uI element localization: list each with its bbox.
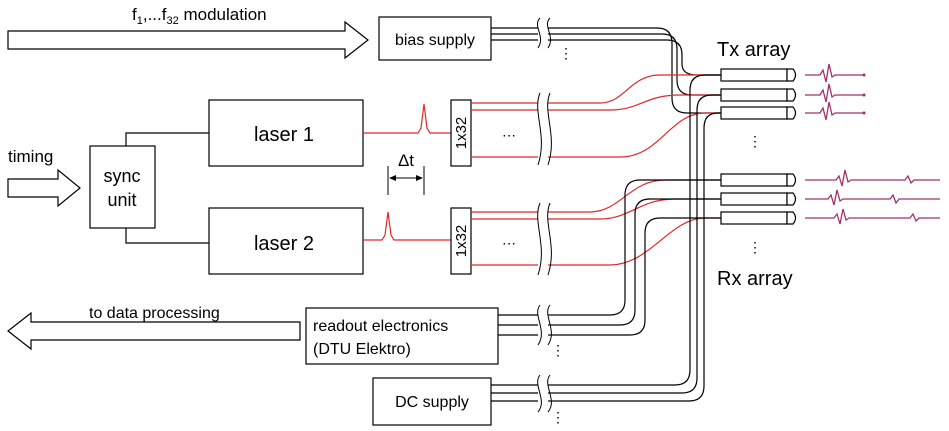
svg-text:⋯: ⋯	[502, 235, 516, 251]
laser2-box	[208, 207, 364, 275]
laser1-output-fiber	[363, 103, 451, 134]
sync-unit-label-line1: sync	[103, 166, 140, 186]
svg-text:⋮: ⋮	[551, 409, 565, 425]
data-processing-arrow	[7, 311, 301, 351]
sync-to-laser1-wire	[125, 132, 209, 146]
modulation-arrow	[7, 20, 369, 60]
modulation-label: f1,...f32 modulation	[132, 5, 267, 27]
laser1-label: laser 1	[254, 124, 314, 146]
laser2-output-fiber	[363, 211, 451, 241]
bias-supply-wires: ⋮	[491, 17, 721, 114]
dc-supply-wires: ⋮	[491, 374, 565, 425]
rx-waveforms	[805, 169, 940, 225]
sync-unit-box	[89, 145, 156, 229]
to-data-processing-label: to data processing	[89, 305, 220, 322]
tx-waveforms	[805, 63, 866, 121]
readout-label-line1: readout electronics	[313, 318, 448, 335]
dc-supply-box	[372, 377, 492, 426]
splitter2-label: 1x32	[453, 225, 470, 258]
tx-array: ⋮	[720, 68, 797, 149]
tx-fibers: ⋯	[471, 74, 721, 166]
laser1-box	[208, 99, 364, 167]
tx-array-label: Tx array	[717, 39, 790, 61]
splitter2-box	[450, 207, 472, 275]
splitter1-label: 1x32	[453, 117, 470, 150]
rx-array-label: Rx array	[717, 268, 793, 290]
rx-array: ⋮	[720, 173, 797, 255]
svg-text:⋮: ⋮	[748, 239, 762, 255]
rx-return-wires	[560, 74, 721, 402]
sync-to-laser2-wire	[125, 228, 209, 244]
delta-t-label: Δt	[398, 151, 414, 170]
bias-supply-label: bias supply	[395, 32, 475, 49]
timing-label: timing	[8, 147, 53, 166]
readout-wires: ⋮	[498, 304, 565, 358]
bias-ellipsis: ⋮	[559, 45, 573, 61]
laser2-label: laser 2	[254, 233, 314, 255]
delta-t-marker	[387, 166, 425, 195]
readout-label-line2: (DTU Elektro)	[313, 341, 411, 358]
svg-text:⋯: ⋯	[502, 127, 516, 143]
readout-box	[305, 307, 499, 365]
timing-arrow	[7, 168, 81, 208]
svg-text:⋮: ⋮	[551, 342, 565, 358]
splitter1-box	[450, 99, 472, 167]
svg-text:⋮: ⋮	[748, 133, 762, 149]
dc-supply-label: DC supply	[395, 394, 469, 411]
sync-unit-label-line2: unit	[107, 190, 136, 210]
bias-supply-box	[378, 16, 492, 61]
